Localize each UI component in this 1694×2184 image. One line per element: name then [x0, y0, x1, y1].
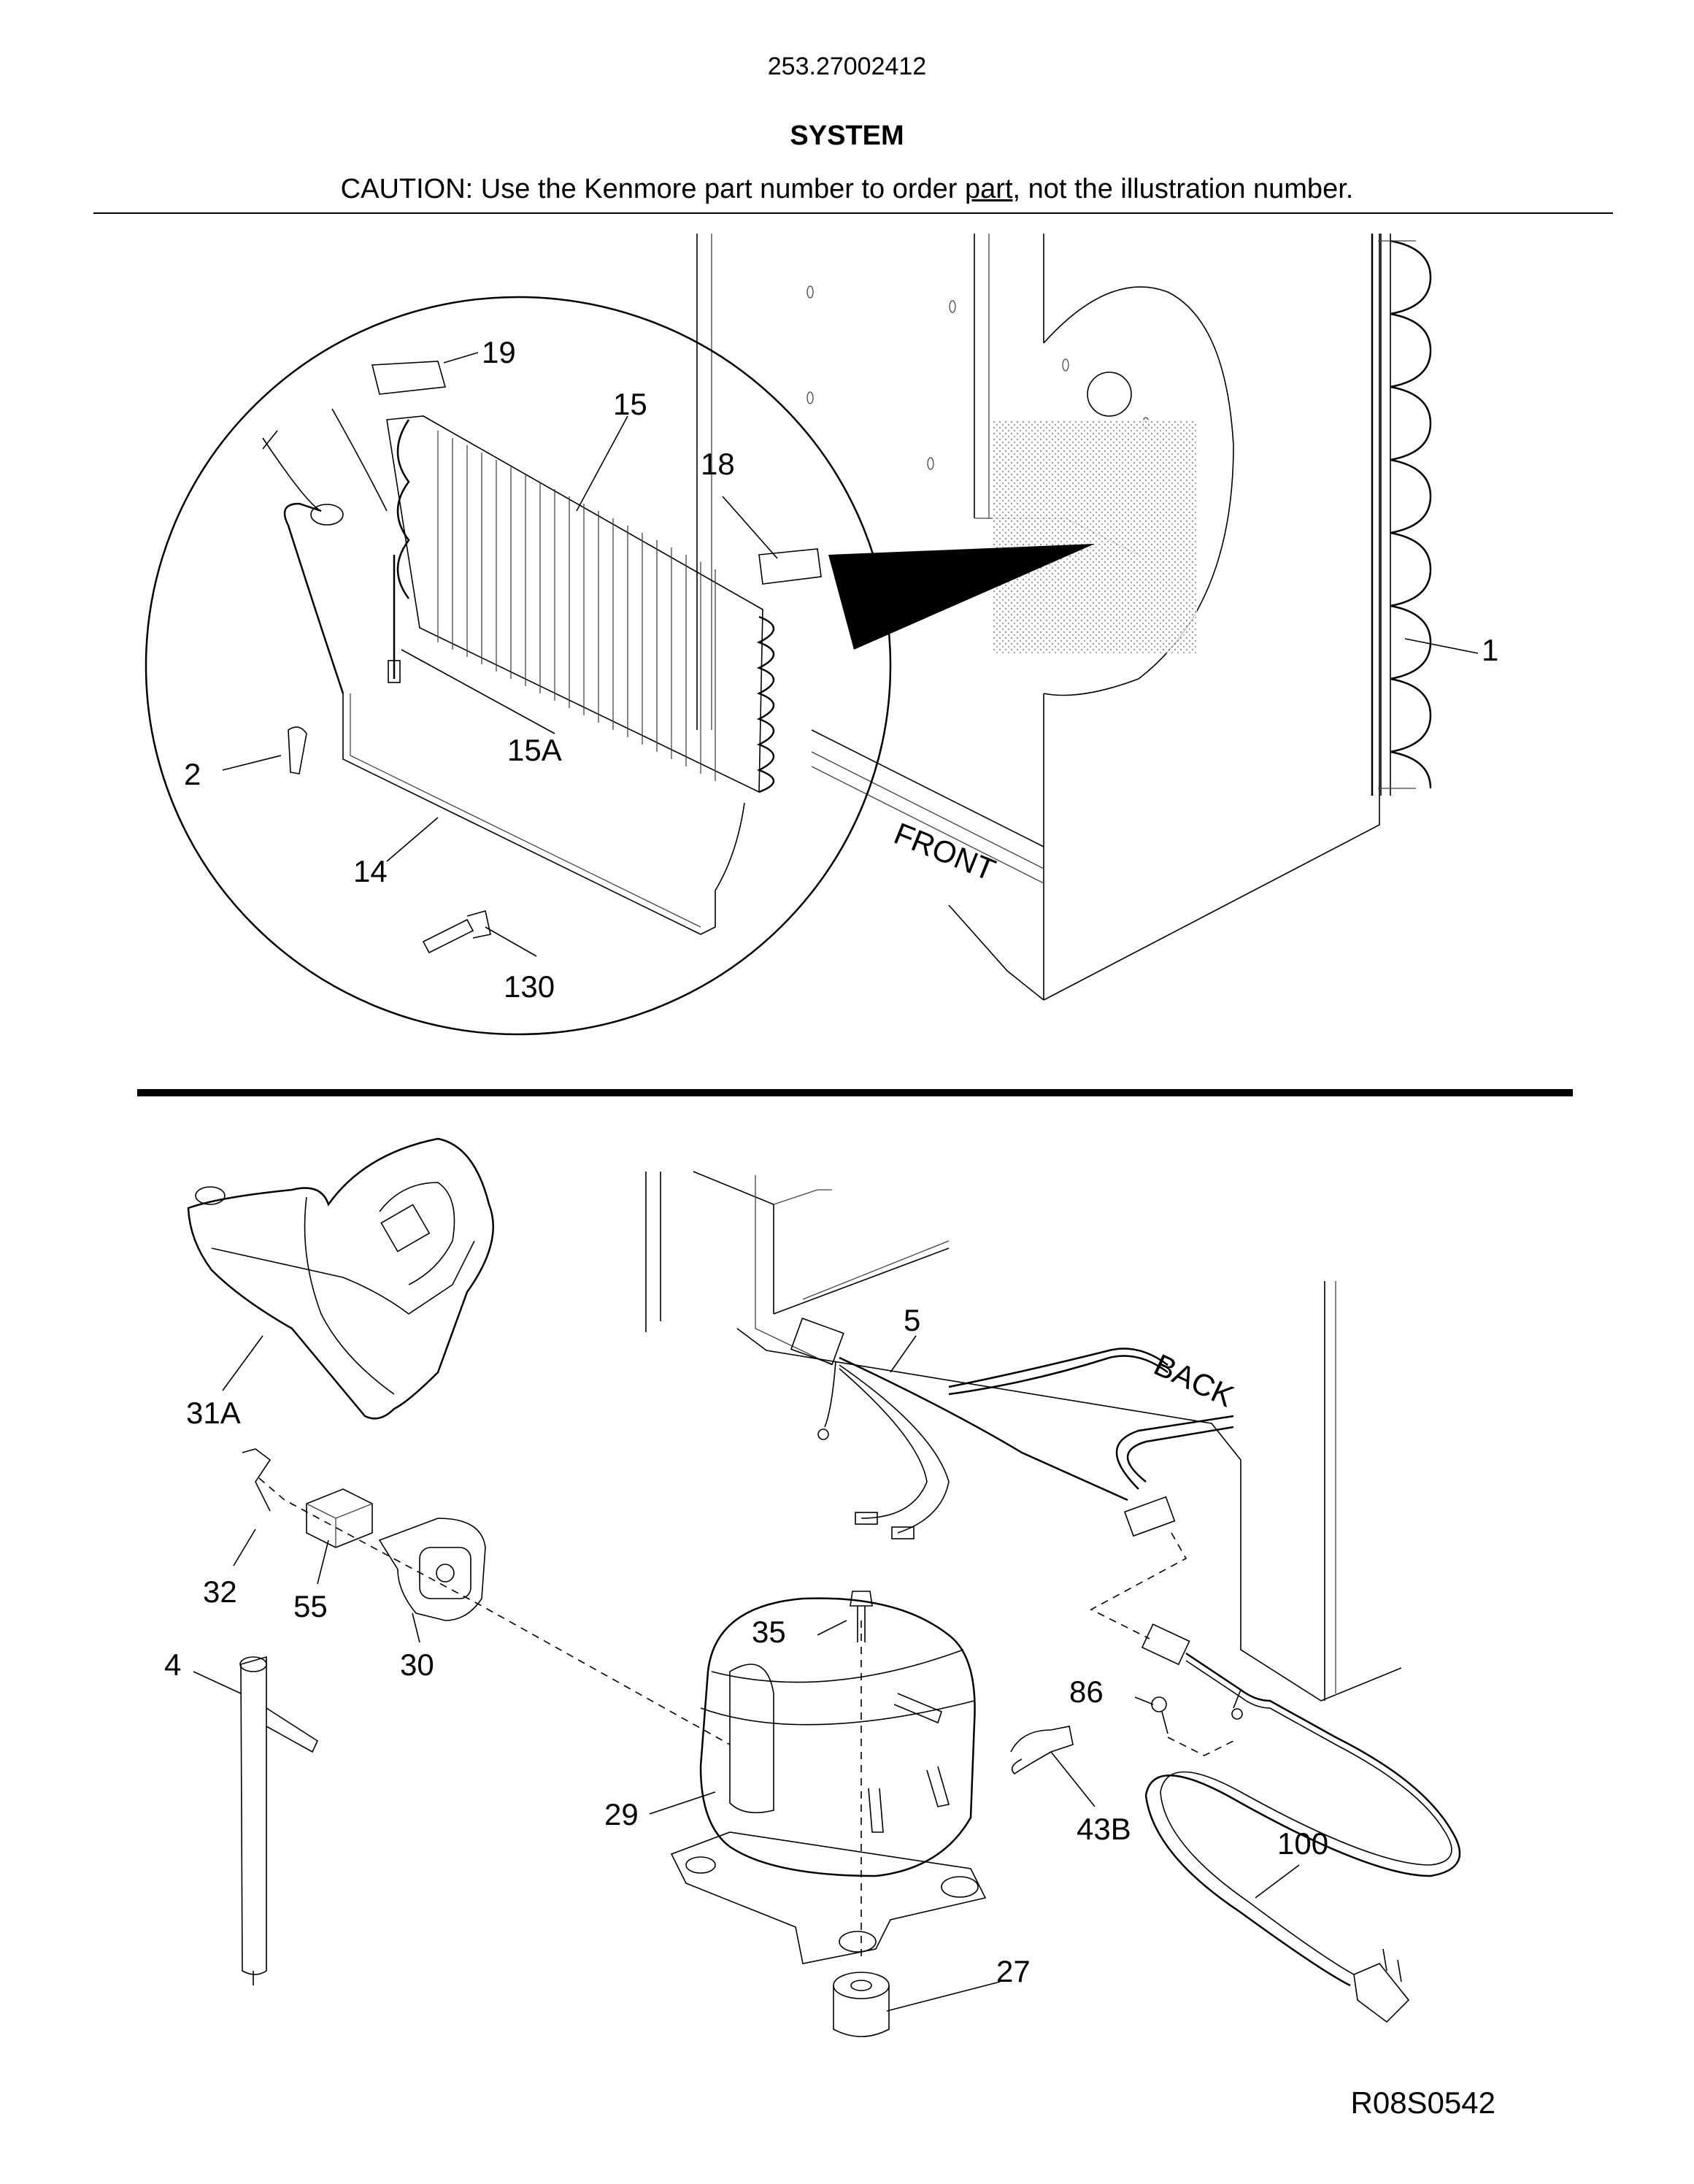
cabinet-outline — [696, 234, 1380, 1001]
callout-15a: 15A — [507, 733, 562, 767]
evaporator-area — [993, 420, 1197, 653]
callout-19: 19 — [482, 335, 516, 369]
part-14-wiring — [262, 408, 745, 935]
drawing-code: R08S0542 — [1350, 2085, 1496, 2120]
part-30-overload — [378, 1518, 486, 1621]
part-55-relay — [306, 1488, 373, 1548]
callout-30: 30 — [400, 1647, 434, 1682]
drain-pan-31a — [187, 1137, 494, 1420]
callout-18: 18 — [701, 447, 735, 481]
caution-underlined-word: part — [965, 174, 1013, 204]
dashed-ground-line — [1167, 1737, 1234, 1756]
callout-86: 86 — [1069, 1674, 1104, 1709]
model-number: 253.27002412 — [767, 53, 927, 80]
callout-100: 100 — [1277, 1826, 1328, 1861]
part-18-block — [758, 548, 822, 585]
callout-2: 2 — [184, 757, 201, 791]
part-130-pin — [422, 910, 491, 954]
caution-note: CAUTION: Use the Kenmore part number to … — [0, 174, 1694, 205]
part-2-clip — [288, 726, 307, 774]
callout-14: 14 — [353, 854, 388, 888]
callout-1: 1 — [1482, 633, 1498, 667]
page-title: SYSTEM — [790, 120, 904, 151]
callout-15: 15 — [613, 387, 647, 421]
leader-lines-top — [222, 352, 1479, 957]
callout-43b: 43B — [1077, 1812, 1131, 1846]
caution-prefix: CAUTION: Use the Kenmore part number to … — [340, 174, 966, 204]
part-29-compressor — [670, 1597, 987, 1964]
part-35-bolt — [850, 1591, 873, 1642]
condenser-coil — [1371, 234, 1432, 796]
callout-5: 5 — [904, 1303, 920, 1337]
callout-29: 29 — [604, 1797, 639, 1831]
detail-circle — [145, 296, 892, 1036]
part-27-grommet — [833, 1972, 890, 2037]
callout-55: 55 — [293, 1589, 328, 1623]
part-4-drier — [239, 1656, 319, 1985]
callout-27: 27 — [996, 1954, 1031, 1988]
part-86-screw — [1151, 1696, 1169, 1734]
callout-4: 4 — [164, 1647, 181, 1682]
callout-35: 35 — [752, 1615, 786, 1649]
part-32-clip — [242, 1448, 272, 1512]
callout-130: 130 — [504, 969, 555, 1004]
evaporator-part — [386, 415, 775, 793]
cabinet-back-outline — [645, 1171, 1402, 1702]
detail-pointer — [828, 544, 1095, 650]
part-5-harness — [790, 1318, 1234, 1539]
back-label: BACK — [1149, 1347, 1239, 1414]
part-19-block — [371, 361, 447, 395]
caution-suffix: , not the illustration number. — [1012, 174, 1354, 204]
callout-32: 32 — [203, 1574, 237, 1609]
part-100-power-cord — [1141, 1623, 1461, 2023]
front-label: FRONT — [890, 816, 1001, 888]
dashed-assembly-line — [258, 1477, 731, 1745]
callout-31a: 31A — [186, 1396, 241, 1430]
part-43b-clip — [1010, 1726, 1074, 1775]
dashed-harness-line — [1090, 1532, 1187, 1639]
leader-lines-bottom — [193, 1335, 1300, 2012]
